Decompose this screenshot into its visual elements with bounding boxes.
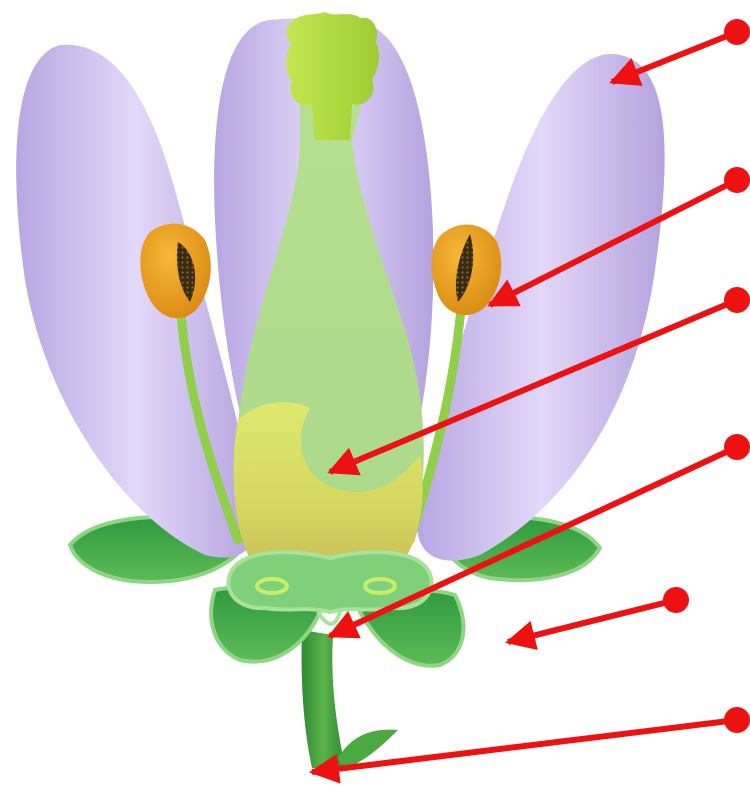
receptacle-and-sepals	[211, 552, 463, 666]
pointer-sepal	[508, 587, 689, 642]
stem	[302, 630, 398, 770]
pointer-petal	[612, 19, 750, 82]
